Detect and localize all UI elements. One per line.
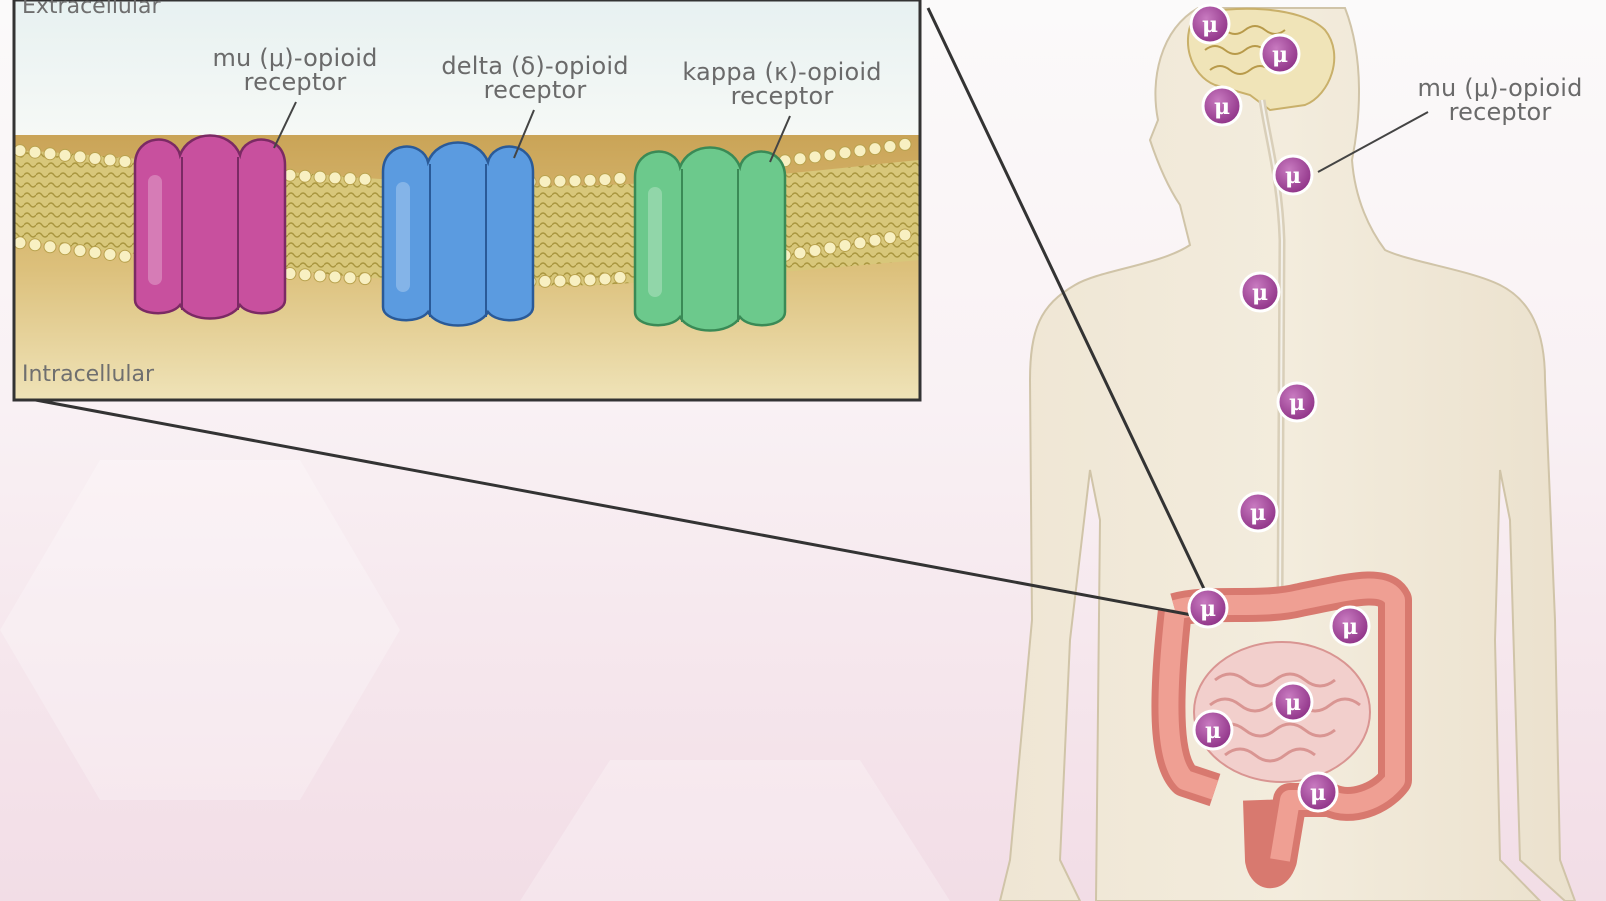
mu-receptor-label-line1: mu (μ)-opioid [200,46,390,70]
lipid-head [899,138,911,150]
lipid-head [14,237,26,249]
lipid-head [794,153,806,165]
lipid-head [809,151,821,163]
mu-marker: μ [1299,773,1337,811]
intracellular-label: Intracellular [22,362,154,387]
lipid-head [104,154,116,166]
mu-marker: μ [1241,273,1279,311]
lipid-head [824,149,836,161]
lipid-head [614,271,626,283]
lipid-head [599,174,611,186]
lipid-head [869,143,881,155]
delta-receptor-label: delta (δ)-opioid receptor [430,54,640,102]
delta-receptor-label-line2: receptor [430,78,640,102]
mu-symbol: μ [1252,280,1268,306]
lipid-head [794,247,806,259]
lipid-head [299,269,311,281]
lipid-head [884,232,896,244]
lipid-head [854,145,866,157]
mu-symbol: μ [1285,163,1301,189]
lipid-head [14,145,26,157]
lipid-head [854,237,866,249]
kappa-receptor-label-line1: kappa (κ)-opioid [672,60,892,84]
lipid-head [119,155,131,167]
lipid-head [554,175,566,187]
mu-marker: μ [1194,711,1232,749]
lipid-head [329,172,341,184]
mu-marker: μ [1274,683,1312,721]
lipid-head [74,245,86,257]
lipid-head [599,273,611,285]
mu-marker: μ [1239,493,1277,531]
lipid-head [359,273,371,285]
mu-symbol: μ [1214,94,1230,120]
extracellular-label: Extracellular [22,0,161,19]
mu-symbol: μ [1202,12,1218,38]
mu-opioid-receptor-protein [135,136,285,319]
lipid-head [839,147,851,159]
kappa-receptor-label-line2: receptor [672,84,892,108]
mu-marker: μ [1189,589,1227,627]
kappa-receptor-label: kappa (κ)-opioid receptor [672,60,892,108]
mu-marker: μ [1274,156,1312,194]
mu-marker: μ [1191,5,1229,43]
lipid-head [314,270,326,282]
lipid-head [59,149,71,161]
body-callout-line1: mu (μ)-opioid [1400,76,1600,100]
mu-marker: μ [1261,35,1299,73]
lipid-head [539,275,551,287]
mu-symbol: μ [1310,780,1326,806]
lipid-head [59,243,71,255]
mu-marker: μ [1331,607,1369,645]
lipid-head [29,239,41,251]
lipid-head [119,250,131,262]
mu-receptor-label-line2: receptor [200,70,390,94]
lipid-head [314,171,326,183]
mu-symbol: μ [1285,690,1301,716]
lipid-head [104,248,116,260]
lipid-head [329,271,341,283]
lipid-head [44,241,56,253]
mu-symbol: μ [1200,596,1216,622]
lipid-head [44,148,56,160]
mu-marker: μ [1203,87,1241,125]
background-hexagon [520,760,950,901]
lipid-head [89,152,101,164]
lipid-head [824,242,836,254]
mu-receptor-label: mu (μ)-opioid receptor [200,46,390,94]
lipid-head [899,229,911,241]
lipid-head [74,151,86,163]
lipid-head [584,274,596,286]
delta-receptor-label-line1: delta (δ)-opioid [430,54,640,78]
lipid-head [539,175,551,187]
kappa-opioid-receptor-protein [635,148,785,331]
lipid-head [884,140,896,152]
lipid-head [584,174,596,186]
lipid-head [569,175,581,187]
body-callout-line2: receptor [1400,100,1600,124]
delta-opioid-receptor-protein [383,143,533,326]
mu-symbol: μ [1289,390,1305,416]
lipid-head [299,170,311,182]
lipid-head [614,172,626,184]
lipid-head [344,272,356,284]
lipid-head [89,247,101,259]
mu-symbol: μ [1272,42,1288,68]
lipid-head [809,245,821,257]
lipid-head [359,173,371,185]
body-mu-receptor-callout: mu (μ)-opioid receptor [1400,76,1600,124]
mu-symbol: μ [1205,718,1221,744]
human-body-figure [1000,8,1575,901]
lipid-head [29,146,41,158]
lipid-head [344,173,356,185]
mu-marker: μ [1278,383,1316,421]
lipid-head [569,274,581,286]
lipid-head [869,234,881,246]
mu-symbol: μ [1342,614,1358,640]
background-hexagon [0,460,400,800]
mu-symbol: μ [1250,500,1266,526]
lipid-head [554,275,566,287]
lipid-head [839,239,851,251]
